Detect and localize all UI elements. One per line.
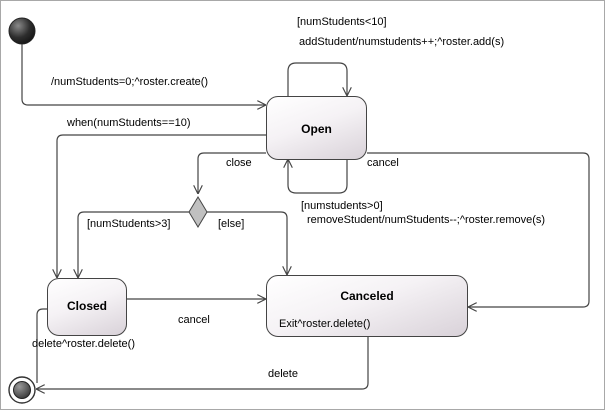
edge-open-add-loop[interactable] — [287, 62, 347, 96]
label-initial: /numStudents=0;^roster.create() — [51, 76, 209, 88]
label-close: close — [226, 157, 252, 169]
label-guard-else: [else] — [218, 218, 245, 230]
edge-decision-to-closed[interactable] — [78, 211, 189, 278]
state-closed[interactable]: Closed — [47, 278, 127, 336]
label-add-guard: [numStudents<10] — [297, 16, 387, 28]
edge-open-to-decision[interactable] — [198, 152, 266, 194]
label-delete-closed: delete^roster.delete() — [32, 338, 135, 350]
state-open-name: Open — [301, 122, 332, 136]
label-cancel-open: cancel — [367, 157, 399, 169]
edge-closed-to-final[interactable] — [36, 308, 48, 383]
edge-decision-to-canceled[interactable] — [207, 211, 287, 275]
label-delete-canceled: delete — [268, 368, 298, 380]
label-remove-guard: [numstudents>0] — [301, 200, 383, 212]
decision-node[interactable] — [188, 196, 208, 228]
edge-canceled-to-final[interactable] — [36, 337, 369, 389]
edge-initial-to-open[interactable] — [21, 44, 266, 105]
edge-open-to-closed-when[interactable] — [57, 134, 266, 278]
edge-open-remove-loop[interactable] — [288, 159, 348, 194]
state-closed-name: Closed — [66, 299, 107, 313]
label-when-full: when(numStudents==10) — [67, 117, 191, 129]
label-add-action: addStudent/numstudents++;^roster.add(s) — [299, 36, 505, 48]
state-canceled-name: Canceled — [340, 289, 394, 303]
final-state[interactable] — [8, 376, 36, 404]
edge-open-to-canceled-cancel[interactable] — [367, 152, 590, 307]
state-canceled[interactable]: Canceled Exit^roster.delete() — [266, 275, 468, 337]
initial-state[interactable] — [8, 17, 36, 45]
label-remove-action: removeStudent/numStudents--;^roster.remo… — [307, 214, 546, 226]
label-guard-gt3: [numStudents>3] — [87, 218, 171, 230]
state-open[interactable]: Open — [266, 96, 367, 160]
label-cancel-closed: cancel — [178, 314, 210, 326]
state-canceled-exit-action: Exit^roster.delete() — [279, 318, 371, 330]
